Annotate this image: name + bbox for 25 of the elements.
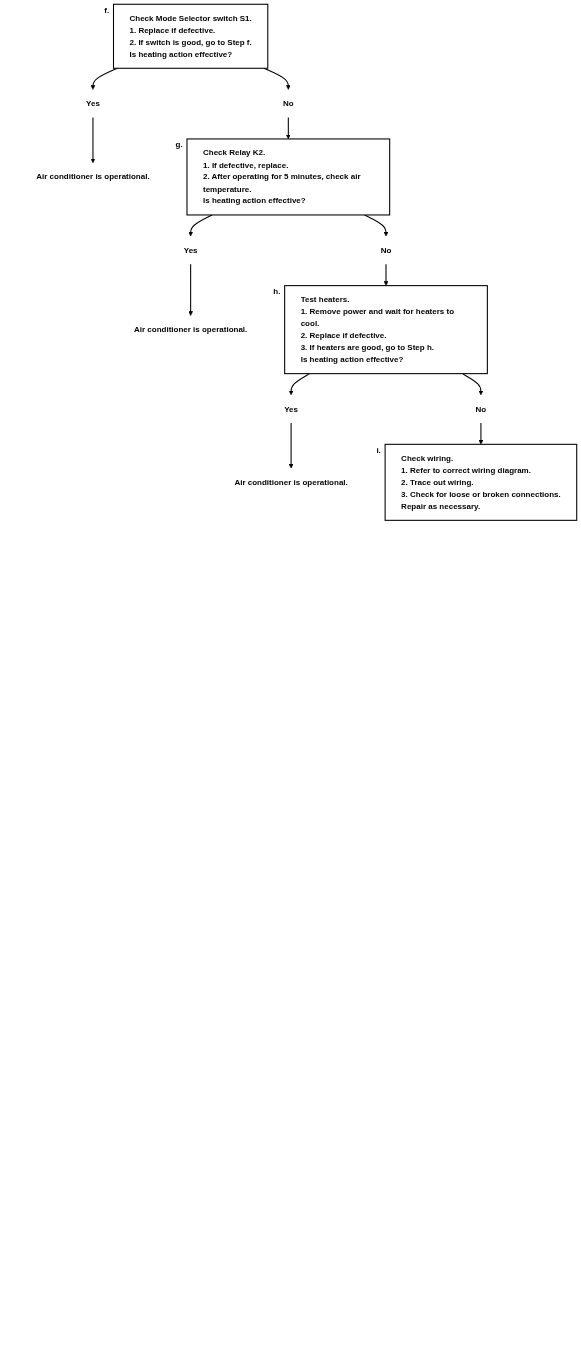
node-text: Yes <box>284 404 298 414</box>
node-box: Check Relay K2. 1. If defective, replace. 2. After operating for 5 minutes, check air temperature. Is heating action effective? <box>186 138 391 216</box>
arrow <box>478 422 484 445</box>
node-text: No <box>380 245 392 255</box>
arrow <box>461 373 484 396</box>
node-box: Test heaters. 1. Remove power and wait for heaters to cool. 2. Replace if defective. 3. If heaters are good, go to Step h. Is heating action effective? <box>284 285 488 375</box>
node-text: Air conditioner is operational. <box>36 172 150 182</box>
node-text: Air conditioner is operational. <box>234 477 348 487</box>
arrow <box>263 67 291 90</box>
arrow <box>188 263 193 316</box>
node-text: Yes <box>183 245 198 255</box>
node-box: Check Mode Selector switch S1. 1. Replace if defective. 2. If switch is good, go to Step f. Is heating action effective? <box>112 3 269 69</box>
node-text: No <box>475 404 487 414</box>
arrow <box>383 263 389 286</box>
arrow <box>288 373 311 396</box>
arrow <box>188 214 213 237</box>
node-text: Yes <box>86 98 100 108</box>
arrow <box>286 117 291 140</box>
arrow <box>288 422 294 469</box>
node-text: No <box>282 98 294 108</box>
node-box: Check wiring. 1. Refer to correct wiring diagram. 2. Trace out wiring. 3. Check for loose or broken connections. Repair as necessary. <box>384 443 578 521</box>
arrow <box>90 117 96 164</box>
node-text: Air conditioner is operational. <box>133 324 248 334</box>
arrow <box>364 214 389 237</box>
arrow <box>90 67 118 90</box>
